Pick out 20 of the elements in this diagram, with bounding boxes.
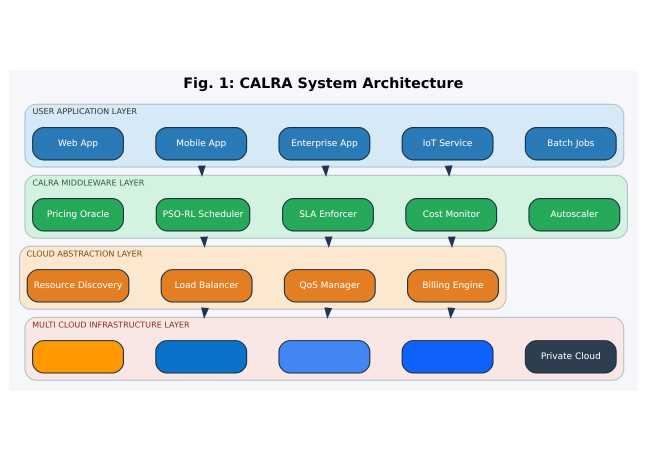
node-box <box>155 340 248 374</box>
node-box <box>32 340 124 374</box>
node-box: Pricing Oracle <box>32 198 124 232</box>
node-box: QoS Manager <box>284 269 376 303</box>
node-box: Web App <box>32 127 124 160</box>
node-box <box>278 340 370 374</box>
node-box: PSO-RL Scheduler <box>156 198 250 232</box>
node-box: Resource Discovery <box>26 269 130 303</box>
node-box: Autoscaler <box>528 198 620 232</box>
node-box <box>402 340 494 374</box>
node-box: Cost Monitor <box>405 198 498 232</box>
node-box: Batch Jobs <box>524 127 617 160</box>
node-box: Private Cloud <box>524 340 617 374</box>
diagram-title: Fig. 1: CALRA System Architecture <box>183 76 464 92</box>
node-box: Billing Engine <box>407 269 499 303</box>
node-box: SLA Enforcer <box>282 198 374 232</box>
node-box: Mobile App <box>155 127 248 160</box>
node-box: Load Balancer <box>160 269 253 303</box>
node-box: IoT Service <box>402 127 494 160</box>
node-box: Enterprise App <box>278 127 370 160</box>
